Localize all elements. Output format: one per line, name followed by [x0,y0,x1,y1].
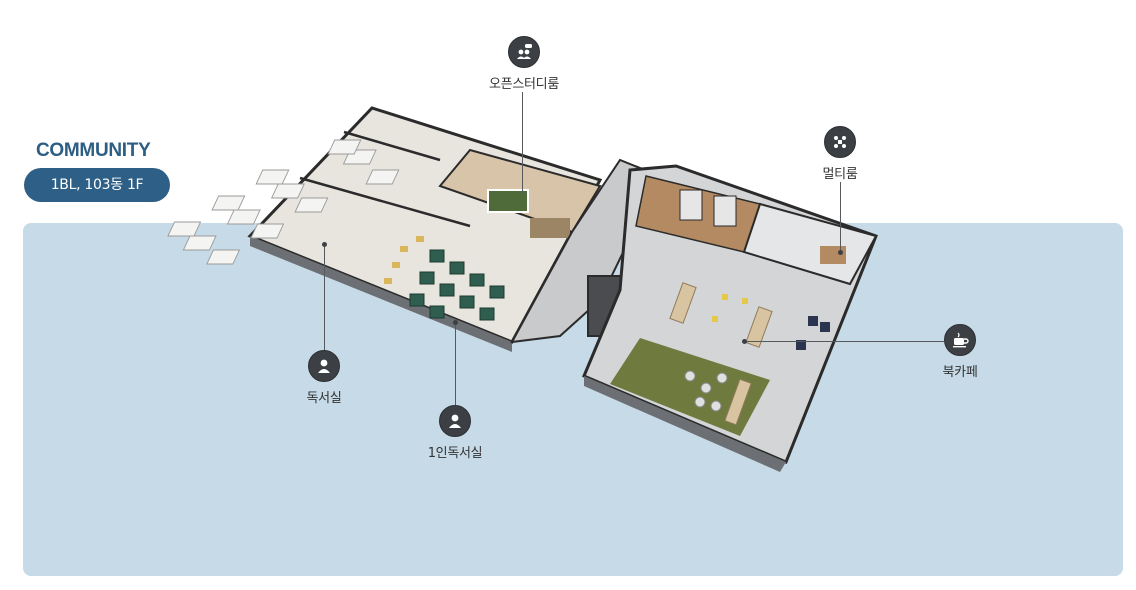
person-icon [439,405,471,437]
single-reading-anchor-dot [453,320,458,325]
section-title: COMMUNITY [36,140,151,161]
multi-room-anchor-dot [838,250,843,255]
open-study-room-area [438,148,602,238]
reading-room-anchor-dot [322,242,327,247]
multi-room-marker[interactable]: 멀티룸 [792,126,888,182]
book-cafe-leader-line [744,341,944,342]
single-reading-room-marker[interactable]: 1인독서실 [407,405,503,461]
multi-room-leader-line [840,182,841,252]
coffee-cup-icon [944,324,976,356]
multi-room-label: 멀티룸 [822,167,858,182]
reading-room-label: 독서실 [306,391,342,406]
group-meeting-icon [824,126,856,158]
open-study-room-marker[interactable]: 오픈스터디룸 [476,36,572,92]
book-cafe-anchor-dot [742,339,747,344]
open-study-leader-line [522,92,523,194]
single-reading-room-label: 1인독서실 [427,446,483,461]
reading-room-leader-line [324,244,325,352]
book-cafe-wing [582,164,878,472]
reading-room-marker[interactable]: 독서실 [276,350,372,406]
book-cafe-marker[interactable]: 북카페 [912,324,1008,380]
people-chat-icon [508,36,540,68]
book-cafe-label: 북카페 [942,365,978,380]
open-study-room-label: 오픈스터디룸 [489,77,559,92]
person-icon [308,350,340,382]
location-badge[interactable]: 1BL, 103동 1F [24,168,170,202]
single-reading-leader-line [455,322,456,406]
